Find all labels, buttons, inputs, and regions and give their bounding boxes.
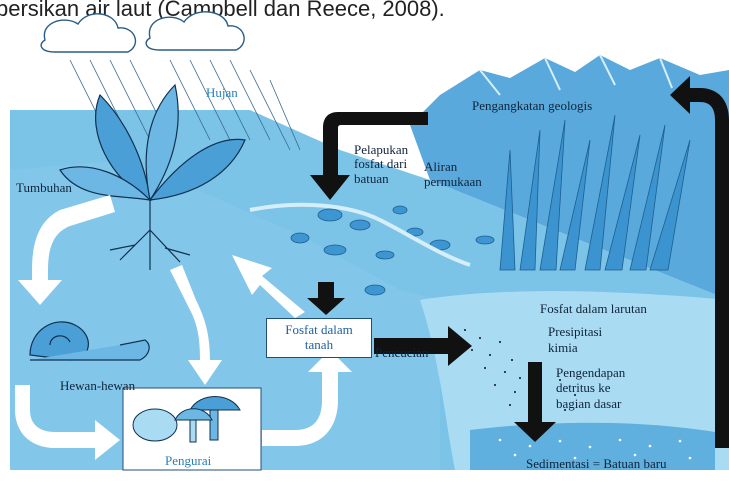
label-detritus-2: detritus ke [556,381,611,395]
label-runoff-2: permukaan [424,175,482,189]
label-chem-precip-1: Presipitasi [548,325,602,339]
label-detritus-3: bagian dasar [556,397,621,411]
soil-phosphate-box: Fosfat dalam tanah [266,318,372,358]
label-weathering-2: fosfat dari [354,157,407,171]
label-decomposers: Pengurai [165,454,211,468]
label-runoff-1: Aliran [424,160,457,174]
label-soil-phosphate-1: Fosfat dalam [267,322,371,337]
label-soil-phosphate-2: tanah [267,337,371,352]
label-detritus-1: Pengendapan [556,366,625,380]
label-animals: Hewan-hewan [60,379,135,393]
label-sedimentation: Sedimentasi = Batuan baru [526,457,667,471]
label-chem-precip-2: kimia [548,341,578,355]
label-geologic-uplift: Pengangkatan geologis [472,99,592,113]
label-dissolved-phosphate: Fosfat dalam larutan [540,302,647,316]
label-weathering-1: Pelapukan [354,143,408,157]
label-leaching: Pencucian [375,346,428,360]
clouds [41,12,244,52]
label-plants: Tumbuhan [16,181,72,195]
label-weathering-3: batuan [354,172,389,186]
label-rain: Hujan [206,86,238,100]
